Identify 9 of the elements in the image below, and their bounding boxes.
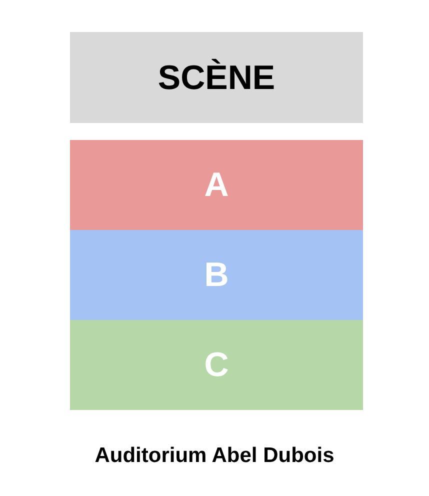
- caption: Auditorium Abel Dubois: [94, 444, 334, 467]
- seating-section: [70, 230, 363, 320]
- stage-area: [70, 32, 363, 123]
- stage-label: SCÈNE: [158, 60, 276, 94]
- section-label: B: [204, 258, 229, 292]
- section-label: C: [204, 348, 229, 382]
- seating-section: [70, 140, 363, 230]
- section-label: A: [204, 168, 229, 202]
- seating-section: [70, 320, 363, 410]
